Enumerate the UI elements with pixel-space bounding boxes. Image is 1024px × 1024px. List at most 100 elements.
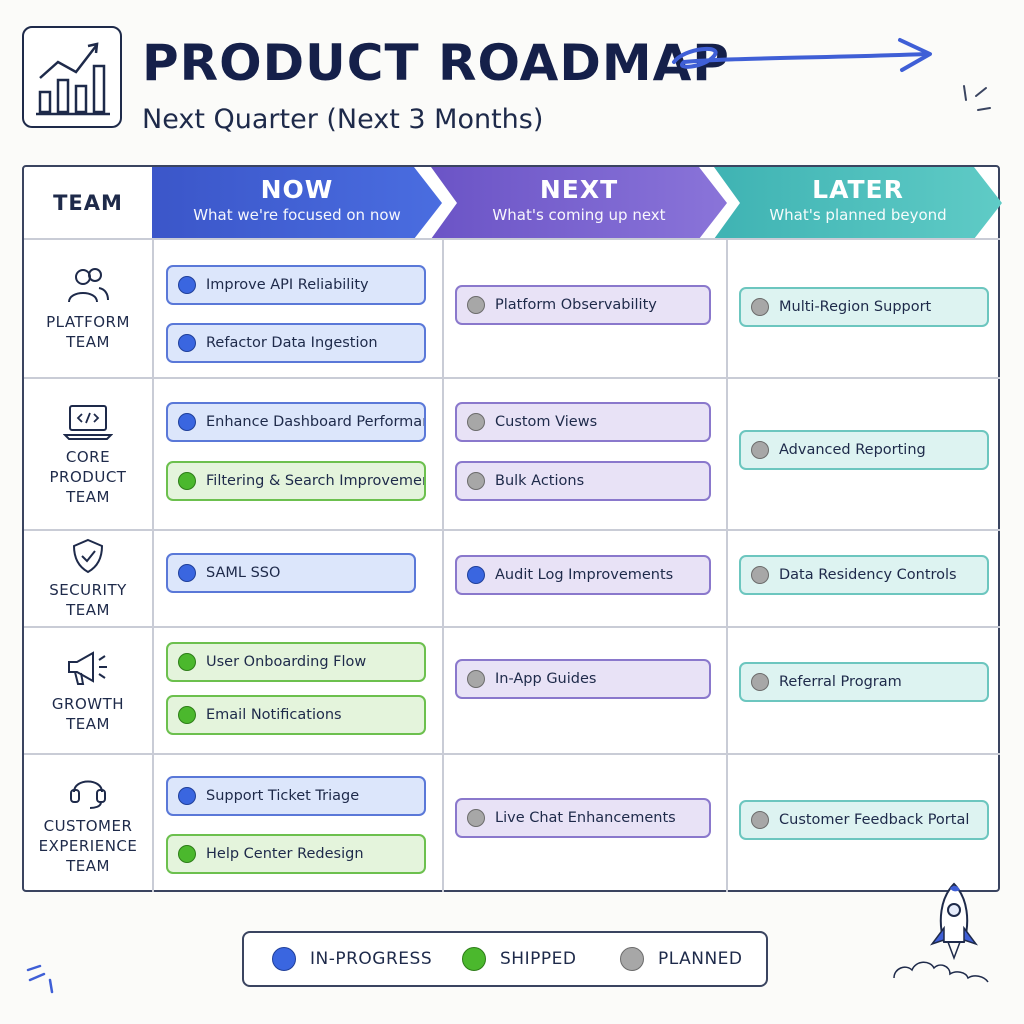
card-label: SAML SSO [206, 565, 281, 581]
decorative-arrow-icon [672, 38, 932, 72]
phase-header-next: NEXT What's coming up next [431, 167, 727, 239]
legend-item-planned: PLANNED [620, 933, 743, 985]
card-label: Filtering & Search Improvements [206, 473, 426, 489]
status-planned-dot [751, 673, 769, 691]
column-divider [442, 239, 444, 892]
card-label: User Onboarding Flow [206, 654, 367, 670]
roadmap-card[interactable]: Live Chat Enhancements [455, 798, 711, 838]
page-subtitle: Next Quarter (Next 3 Months) [142, 104, 544, 135]
status-planned-dot [467, 670, 485, 688]
card-label: Live Chat Enhancements [495, 810, 676, 826]
row-divider [24, 529, 1000, 531]
roadmap-card[interactable]: Platform Observability [455, 285, 711, 325]
roadmap-card[interactable]: In-App Guides [455, 659, 711, 699]
status-in-progress-dot [272, 947, 296, 971]
status-planned-dot [751, 298, 769, 316]
card-label: Advanced Reporting [779, 442, 926, 458]
rocket-icon [893, 882, 989, 983]
phase-subtitle: What we're focused on now [193, 206, 401, 224]
column-divider [726, 239, 728, 892]
card-label: In-App Guides [495, 671, 597, 687]
decorative-sparkle-icon [963, 85, 991, 111]
laptop-code-icon [63, 404, 113, 440]
megaphone-icon [68, 651, 107, 685]
status-in-progress-dot [178, 334, 196, 352]
status-planned-dot [467, 413, 485, 431]
legend-item-shipped: SHIPPED [462, 933, 576, 985]
row-divider [24, 377, 1000, 379]
status-in-progress-dot [178, 276, 196, 294]
roadmap-card[interactable]: User Onboarding Flow [166, 642, 426, 682]
row-divider [24, 626, 1000, 628]
status-in-progress-dot [178, 787, 196, 805]
card-label: Customer Feedback Portal [779, 812, 970, 828]
roadmap-card[interactable]: Customer Feedback Portal [739, 800, 989, 840]
status-planned-dot [620, 947, 644, 971]
roadmap-card[interactable]: Custom Views [455, 402, 711, 442]
roadmap-card[interactable]: Refactor Data Ingestion [166, 323, 426, 363]
phase-title: LATER [812, 175, 904, 204]
status-planned-dot [751, 811, 769, 829]
status-in-progress-dot [467, 566, 485, 584]
status-in-progress-dot [178, 564, 196, 582]
decorative-sparkle-icon [26, 964, 54, 994]
roadmap-card[interactable]: Help Center Redesign [166, 834, 426, 874]
status-in-progress-dot [178, 413, 196, 431]
roadmap-card[interactable]: Filtering & Search Improvements [166, 461, 426, 501]
team-name: CORE PRODUCT TEAM [49, 447, 127, 506]
roadmap-card[interactable]: SAML SSO [166, 553, 416, 593]
status-planned-dot [467, 472, 485, 490]
roadmap-card[interactable]: Referral Program [739, 662, 989, 702]
legend-item-in-progress: IN-PROGRESS [272, 933, 432, 985]
status-shipped-dot [178, 653, 196, 671]
roadmap-card[interactable]: Enhance Dashboard Performance [166, 402, 426, 442]
roadmap-card[interactable]: Email Notifications [166, 695, 426, 735]
phase-title: NEXT [539, 175, 619, 204]
team-cell-platform: PLATFORM TEAM [24, 241, 152, 377]
shield-icon [72, 538, 104, 574]
roadmap-card[interactable]: Advanced Reporting [739, 430, 989, 470]
roadmap-card[interactable]: Improve API Reliability [166, 265, 426, 305]
team-name: CUSTOMER EXPERIENCE TEAM [38, 817, 138, 875]
legend-label: SHIPPED [500, 949, 577, 969]
legend-label: PLANNED [658, 949, 743, 969]
card-label: Custom Views [495, 414, 598, 430]
team-cell-core-product: CORE PRODUCT TEAM [24, 380, 152, 529]
phase-header-later: LATER What's planned beyond [714, 167, 1002, 239]
phase-subtitle: What's coming up next [492, 206, 666, 224]
roadmap-card[interactable]: Multi-Region Support [739, 287, 989, 327]
card-label: Multi-Region Support [779, 299, 932, 315]
roadmap-card[interactable]: Support Ticket Triage [166, 776, 426, 816]
card-label: Email Notifications [206, 707, 342, 723]
card-label: Help Center Redesign [206, 846, 364, 862]
status-planned-dot [751, 566, 769, 584]
card-label: Refactor Data Ingestion [206, 335, 378, 351]
status-shipped-dot [462, 947, 486, 971]
page-title: PRODUCT ROADMAP [142, 34, 730, 92]
card-label: Referral Program [779, 674, 902, 690]
roadmap-card[interactable]: Audit Log Improvements [455, 555, 711, 595]
status-shipped-dot [178, 706, 196, 724]
card-label: Improve API Reliability [206, 277, 369, 293]
row-divider [24, 753, 1000, 755]
legend-label: IN-PROGRESS [310, 949, 433, 969]
team-name: GROWTH TEAM [51, 695, 125, 733]
status-planned-dot [467, 296, 485, 314]
row-divider [24, 238, 1000, 240]
team-cell-security: SECURITY TEAM [24, 532, 152, 626]
headset-icon [70, 780, 106, 809]
phase-title: NOW [260, 175, 334, 204]
card-label: Data Residency Controls [779, 567, 957, 583]
roadmap-card[interactable]: Bulk Actions [455, 461, 711, 501]
card-label: Enhance Dashboard Performance [206, 414, 426, 430]
logo-chart-icon [22, 26, 122, 128]
card-label: Platform Observability [495, 297, 657, 313]
column-divider [152, 239, 154, 892]
card-label: Audit Log Improvements [495, 567, 674, 583]
status-planned-dot [751, 441, 769, 459]
team-cell-growth: GROWTH TEAM [24, 629, 152, 753]
roadmap-card[interactable]: Data Residency Controls [739, 555, 989, 595]
phase-header-now: NOW What we're focused on now [152, 167, 442, 239]
status-legend: IN-PROGRESS SHIPPED PLANNED [242, 931, 768, 987]
team-column-header: TEAM [53, 191, 123, 215]
